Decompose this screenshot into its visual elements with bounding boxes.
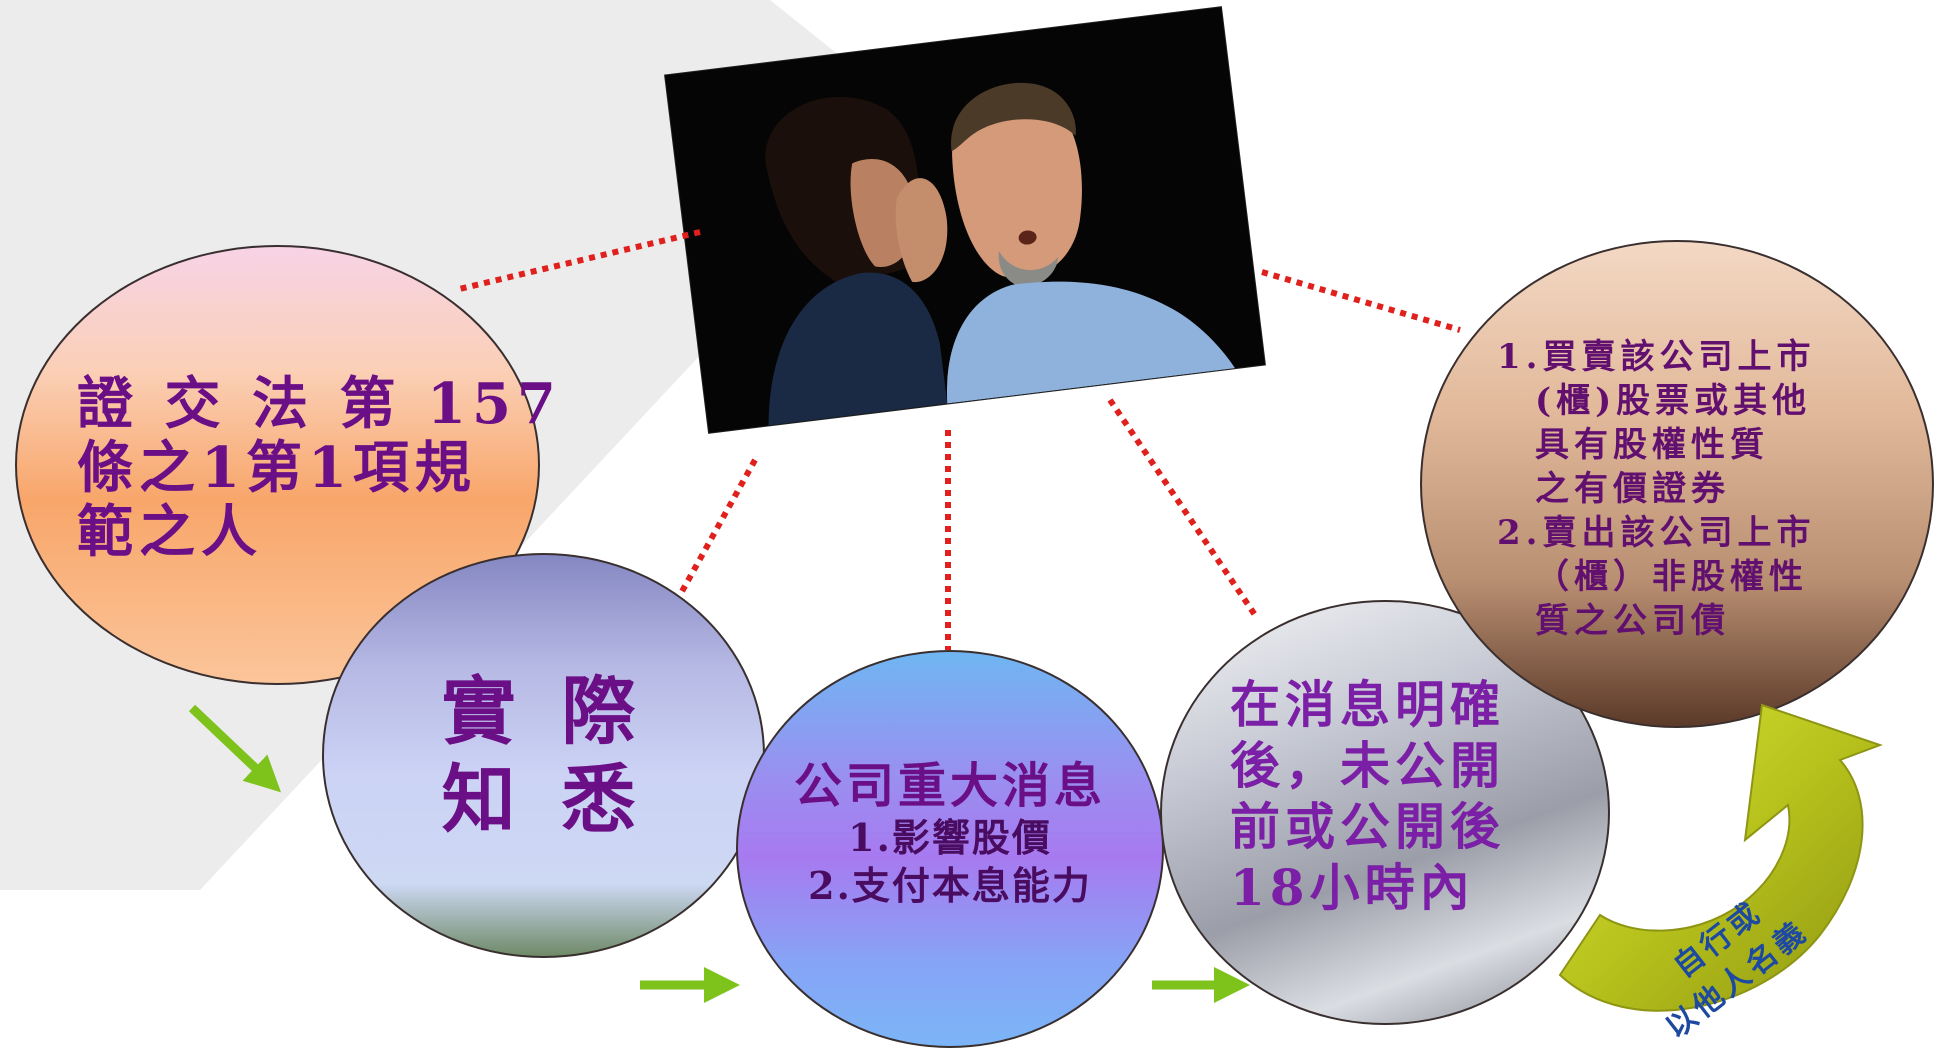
node-rule-line-3: 範之人 bbox=[77, 499, 263, 565]
node-conduct-line-2: (櫃)股票或其他 bbox=[1535, 381, 1812, 421]
node-material-info-item-1: 1.影響股價 bbox=[848, 815, 1052, 860]
node-material-info-item-2: 2.支付本息能力 bbox=[808, 863, 1092, 908]
node-conduct-line-5: 2.賣出該公司上市 bbox=[1497, 513, 1816, 553]
node-rule-circle: 證 交 法 第 157 條之1第1項規 範之人 bbox=[15, 245, 556, 685]
node-conduct-circle: 1.買賣該公司上市 (櫃)股票或其他 具有股權性質 之有價證券 2.賣出該公司上… bbox=[1420, 240, 1934, 728]
whispering-photo bbox=[665, 7, 1265, 433]
node-conduct-line-7: 質之公司債 bbox=[1535, 601, 1730, 641]
node-timing-line-4: 18小時內 bbox=[1230, 857, 1475, 917]
node-conduct-line-1: 1.買賣該公司上市 bbox=[1497, 337, 1816, 377]
node-timing-line-1: 在消息明確 bbox=[1230, 674, 1505, 734]
node-conduct-line-4: 之有價證券 bbox=[1535, 469, 1730, 509]
node-conduct-line-6: （櫃）非股權性 bbox=[1535, 557, 1808, 597]
node-material-info-circle: 公司重大消息 1.影響股價 2.支付本息能力 bbox=[736, 650, 1164, 1048]
node-knowledge-line-2: 知 悉 bbox=[441, 756, 646, 843]
node-knowledge-line-1: 實 際 bbox=[441, 668, 646, 755]
node-knowledge-circle: 實 際 知 悉 bbox=[322, 553, 765, 958]
node-material-info-title: 公司重大消息 bbox=[793, 758, 1106, 814]
node-rule-line-1: 證 交 法 第 157 bbox=[77, 371, 562, 437]
node-conduct-line-3: 具有股權性質 bbox=[1535, 425, 1769, 465]
node-rule-line-2: 條之1第1項規 bbox=[77, 435, 477, 501]
two-people-whispering-photo-icon bbox=[665, 7, 1265, 433]
node-timing-line-2: 後，未公開 bbox=[1230, 735, 1505, 795]
node-timing-line-3: 前或公開後 bbox=[1230, 796, 1505, 856]
